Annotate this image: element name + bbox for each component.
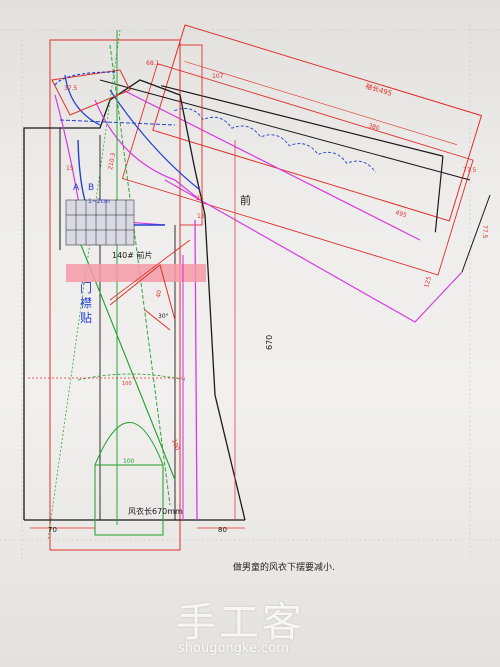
measure-210-label: 210.3 — [107, 152, 117, 170]
measure-15-label: 15 — [66, 165, 74, 172]
sleeve-red-frame — [152, 24, 483, 222]
sleeve-cuff-label: 77.5 — [463, 167, 477, 174]
point-b-label: B — [88, 183, 94, 193]
sleeve-bottom-label: 495 — [394, 209, 407, 219]
front-label: 前 — [240, 193, 251, 207]
sleeve-cuff-side-label: 77.5 — [481, 225, 488, 239]
measure-25-label: 25 — [196, 195, 204, 202]
placket-char-1: 门 — [80, 280, 92, 295]
sleeve-inner-label: 380 — [367, 122, 380, 132]
watermark-logo: 手工客 — [176, 600, 305, 646]
buttonhole-area — [65, 199, 135, 246]
pink-highlight-bar — [66, 264, 206, 282]
watermark-url: shougongke.com — [178, 641, 289, 656]
placket-char-2: 襟 — [80, 295, 92, 310]
pocket-100-label: 100 — [123, 458, 135, 465]
front-bodice — [23, 29, 246, 551]
grid — [0, 20, 500, 560]
bodice-red-frame — [49, 39, 181, 551]
curve-100-label: 100 — [170, 438, 181, 451]
pocket-top-label: 100 — [122, 381, 132, 387]
trench-length-label: 风衣长670mm — [128, 506, 183, 516]
offset-label: 1~2cm — [88, 198, 110, 205]
sleeve-width-label: 107 — [212, 73, 224, 80]
placket-char-3: 贴 — [80, 311, 92, 325]
measure-13-label: 13 — [197, 213, 205, 220]
hem-right-label: 80 — [218, 526, 227, 534]
shoulder-top-label: 68.1 — [146, 60, 160, 67]
dart-40-label: 40 — [155, 289, 163, 298]
point-a-label: A — [73, 183, 80, 193]
front-piece-label: 140# 前片 — [112, 250, 153, 260]
sleeve-pattern — [121, 24, 483, 276]
hem-left-label: 70 — [48, 526, 57, 534]
footnote: 做男童的风衣下摆要减小. — [233, 563, 335, 573]
pocket-outline — [94, 464, 164, 536]
angle-30-label: 30° — [158, 313, 169, 320]
shoulder-left-label: 37.5 — [64, 85, 78, 92]
length-670-label: 670 — [265, 335, 274, 350]
sleeve-red-frame-2 — [121, 63, 474, 276]
sleeve-end-label: 125 — [423, 275, 433, 288]
